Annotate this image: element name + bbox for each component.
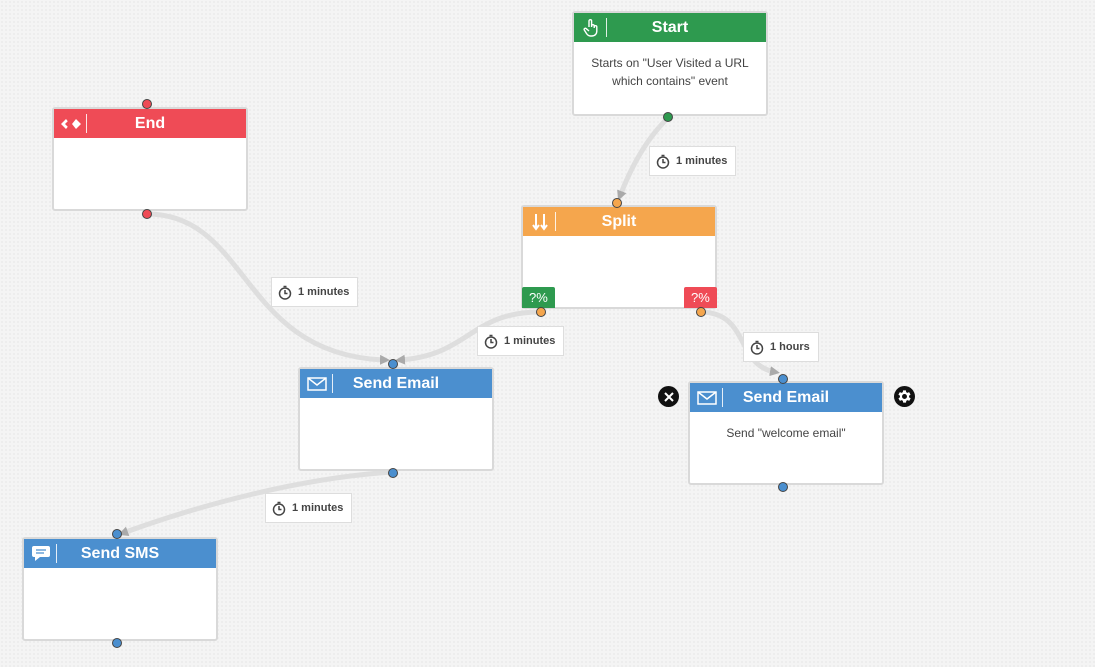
split-branch-a-label[interactable]: ?% — [522, 287, 555, 308]
split-branch-b-label[interactable]: ?% — [684, 287, 717, 308]
delay-label-sendemail1-sms[interactable]: 1 minutes — [265, 493, 353, 523]
delay-label-split-sendemail2[interactable]: 1 hours — [743, 332, 819, 362]
delay-text: 1 minutes — [504, 335, 556, 347]
envelope-icon — [300, 369, 333, 398]
delay-label-start-split[interactable]: 1 minutes — [649, 146, 737, 176]
split-arrows-icon — [523, 207, 556, 236]
stopwatch-icon — [750, 340, 764, 355]
delay-label-end-sendemail1[interactable]: 1 minutes — [271, 277, 359, 307]
split-output-port-b[interactable] — [696, 307, 706, 317]
send-email-1-output-port[interactable] — [388, 468, 398, 478]
close-icon[interactable] — [658, 386, 679, 407]
start-node-title: Start — [651, 18, 689, 36]
send-sms-node-header[interactable]: Send SMS — [24, 539, 216, 568]
delay-text: 1 minutes — [676, 155, 728, 167]
stopwatch-icon — [484, 334, 498, 349]
end-node[interactable]: End — [52, 107, 248, 211]
end-node-description — [54, 138, 246, 150]
end-node-header[interactable]: End — [54, 109, 246, 138]
start-node-description: Starts on "User Visited a URL which cont… — [591, 56, 749, 88]
send-sms-node-title: Send SMS — [80, 544, 160, 562]
chat-bubble-icon — [24, 539, 57, 568]
send-email-1-input-port[interactable] — [388, 359, 398, 369]
delay-text: 1 minutes — [292, 502, 344, 514]
send-sms-output-port[interactable] — [112, 638, 122, 648]
delay-label-split-sendemail1[interactable]: 1 minutes — [477, 326, 565, 356]
gear-icon[interactable] — [894, 386, 915, 407]
send-sms-node-description — [24, 568, 216, 580]
connection-sendemail1-sms — [118, 469, 396, 536]
send-email-node-1[interactable]: Send Email — [298, 367, 494, 471]
start-output-port[interactable] — [663, 112, 673, 122]
split-node-description — [523, 236, 715, 248]
send-email-node-2-title: Send Email — [742, 388, 830, 406]
stopwatch-icon — [272, 501, 286, 516]
split-node-header[interactable]: Split — [523, 207, 715, 236]
end-node-title: End — [134, 114, 166, 132]
hand-pointer-icon — [574, 13, 607, 42]
send-email-node-2[interactable]: Send Email Send "welcome email" — [688, 381, 884, 485]
send-email-node-1-header[interactable]: Send Email — [300, 369, 492, 398]
stopwatch-icon — [278, 285, 292, 300]
split-node-title: Split — [601, 212, 637, 230]
delay-text: 1 hours — [770, 341, 810, 353]
delay-text: 1 minutes — [298, 286, 350, 298]
split-output-port-a[interactable] — [536, 307, 546, 317]
start-node-header[interactable]: Start — [574, 13, 766, 42]
send-email-node-2-header[interactable]: Send Email — [690, 383, 882, 412]
send-email-2-output-port[interactable] — [778, 482, 788, 492]
flag-icon — [54, 109, 87, 138]
split-input-port[interactable] — [612, 198, 622, 208]
send-email-node-1-description — [300, 398, 492, 410]
send-email-2-input-port[interactable] — [778, 374, 788, 384]
end-input-port[interactable] — [142, 99, 152, 109]
start-node[interactable]: Start Starts on "User Visited a URL whic… — [572, 11, 768, 116]
send-sms-node[interactable]: Send SMS — [22, 537, 218, 641]
send-sms-input-port[interactable] — [112, 529, 122, 539]
end-output-port[interactable] — [142, 209, 152, 219]
stopwatch-icon — [656, 154, 670, 169]
send-email-node-2-description: Send "welcome email" — [726, 426, 846, 440]
send-email-node-1-title: Send Email — [352, 374, 440, 392]
envelope-icon — [690, 383, 723, 412]
